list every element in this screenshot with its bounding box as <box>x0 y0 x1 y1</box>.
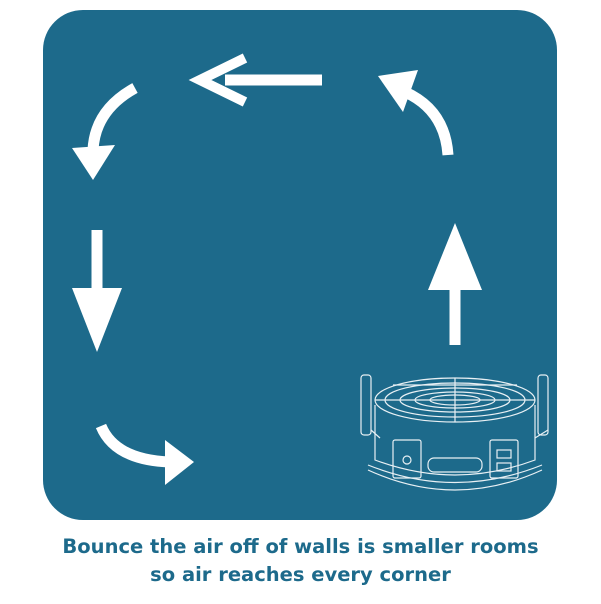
caption: Bounce the air off of walls is smaller r… <box>0 533 601 589</box>
curved-arrow-bottom-left-icon <box>95 423 194 485</box>
arrow-left-icon <box>188 53 322 107</box>
caption-line-2: so air reaches every corner <box>150 563 451 586</box>
curved-arrow-top-left-icon <box>72 83 138 180</box>
curved-arrow-top-right-icon <box>378 70 454 156</box>
caption-line-1: Bounce the air off of walls is smaller r… <box>62 535 539 558</box>
air-mover-fan-icon <box>360 374 549 491</box>
arrow-up-icon <box>428 223 482 345</box>
arrow-down-icon <box>72 230 122 352</box>
